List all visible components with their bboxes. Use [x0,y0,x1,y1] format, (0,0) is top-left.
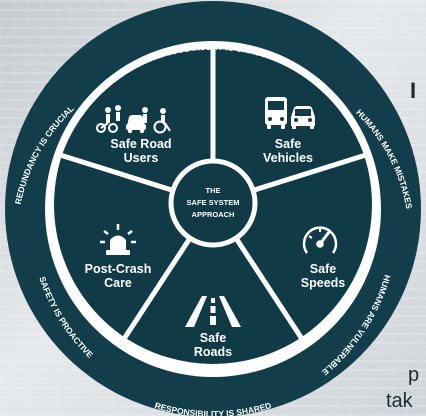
center-label: SAFE SYSTEM [187,198,240,207]
segment-label: Users [124,151,159,165]
segment-label: Vehicles [263,151,313,165]
segment-label: Care [104,276,132,290]
segment-safe-vehicles [213,48,365,203]
segment-label: Post-Crash [85,262,152,276]
road-users-icon [96,105,171,134]
segment-label: Safe [275,137,301,151]
segment-safe-roads [124,203,302,364]
segment-label: Safe [200,331,226,345]
ring-separator-dot [133,352,139,358]
center-label: THE [206,186,221,195]
siren-icon [100,224,136,255]
background-text-fragment: tak [386,390,413,412]
center-hub [168,158,258,248]
segment-label: Roads [194,345,232,359]
segment-label: Speeds [301,276,346,290]
road-icon [185,296,241,327]
ring-separator-dot [48,229,53,235]
segment-label: Safe Road [110,137,171,151]
ring-separator-dot [79,111,84,116]
vehicles-icon [265,97,315,129]
speedometer-icon [302,226,338,254]
ring-separator-dot [373,229,378,235]
ring-separator-dot [342,111,347,116]
center-label: APPROACH [192,210,235,219]
segment-label: Safe [310,262,336,276]
background-text-fragment: p [408,364,420,386]
ring-separator-dot [287,352,293,358]
background-text-fragment: I [410,78,417,103]
